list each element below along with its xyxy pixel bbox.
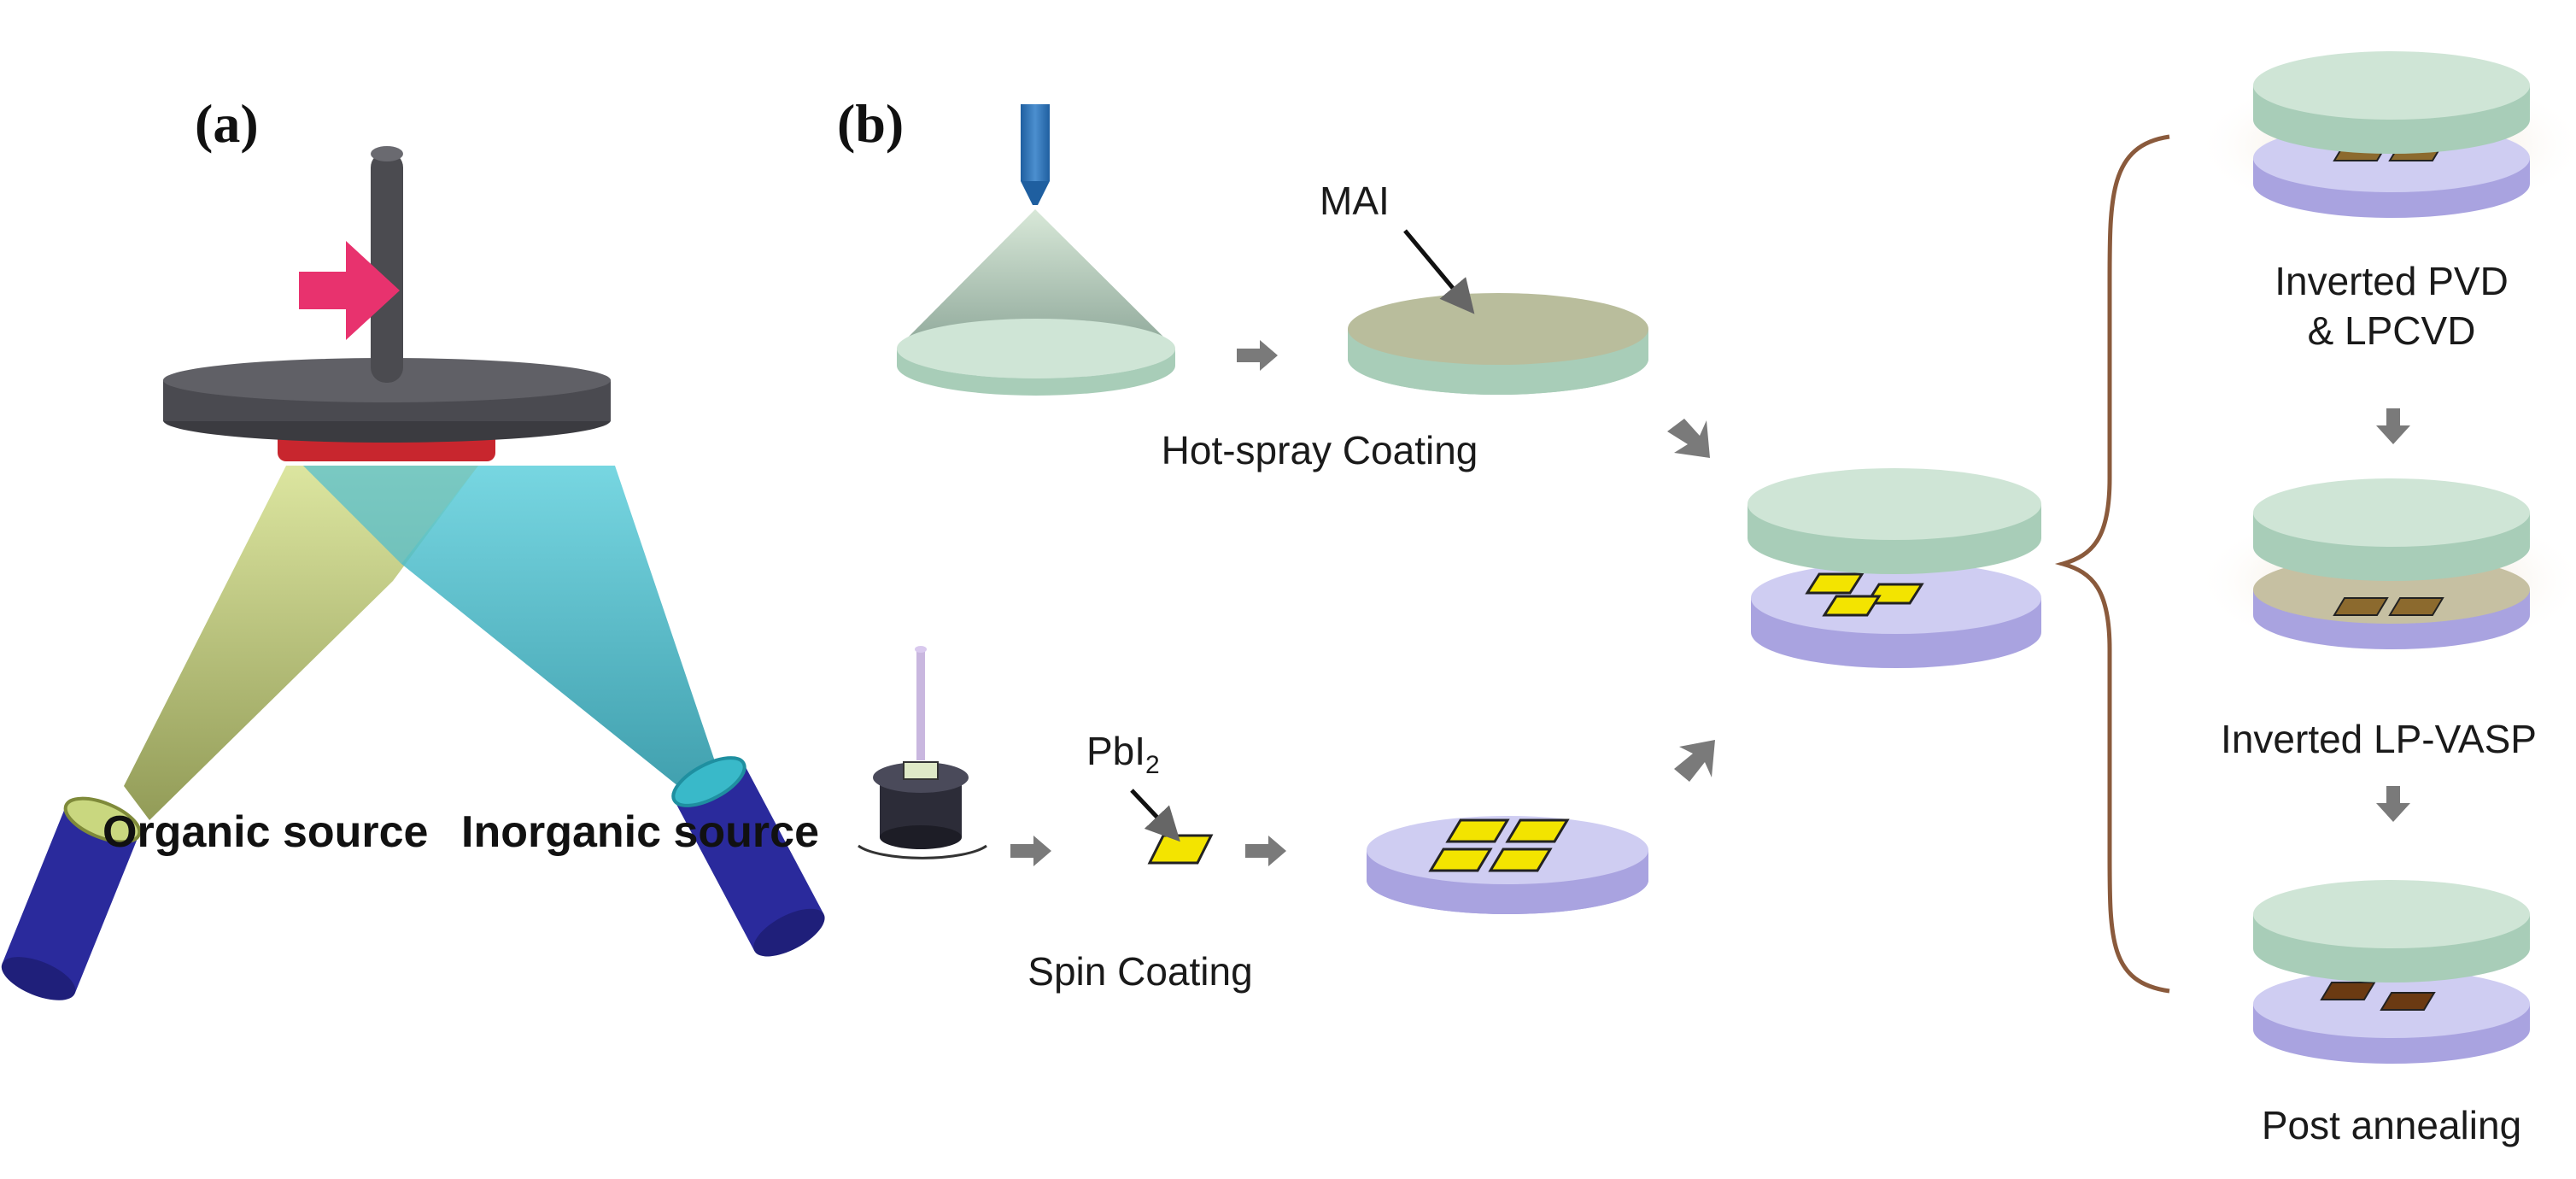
step-arrow-1 [1237, 340, 1278, 371]
nozzle-tip [1021, 181, 1050, 205]
organic-source-icon [1, 796, 142, 1000]
inverted-lpvasp-label: Inverted LP-VASP [2221, 717, 2537, 761]
panel-a [1, 146, 825, 1000]
spin-coating-label: Spin Coating [1027, 949, 1253, 994]
stack-post-annealing [2253, 880, 2530, 1064]
organic-beam [124, 466, 478, 820]
inorganic-source-label: Inorganic source [461, 807, 819, 857]
spray-cone [897, 209, 1175, 349]
pipette-top [915, 646, 927, 653]
spin-coater-icon [858, 761, 987, 859]
rod-top [371, 146, 403, 161]
spray-nozzle [1021, 104, 1050, 181]
panel-a-label: (a) [195, 93, 259, 154]
step-arrow-3 [1245, 836, 1286, 866]
step-arrow-2 [1010, 836, 1051, 866]
merge-arrow-top [1667, 419, 1710, 458]
mai-label: MAI [1320, 179, 1390, 223]
stack-inverted-pvd [2195, 51, 2576, 222]
rotation-arrow-icon [299, 241, 400, 340]
sprayed-substrate-side [897, 349, 1175, 396]
inverted-pvd-label: Inverted PVD & LPCVD [2274, 259, 2509, 353]
hot-spray-coating-label: Hot-spray Coating [1161, 428, 1478, 472]
post-annealing-label: Post annealing [2261, 1103, 2522, 1147]
pbi2-pointer [1130, 789, 1180, 842]
stack-inverted-lpvasp [2195, 478, 2576, 658]
beam-overlap [303, 466, 478, 564]
brace [2054, 134, 2170, 994]
merge-arrow-bottom [1674, 740, 1715, 782]
down-arrow-2 [2376, 786, 2410, 822]
down-arrow-1 [2376, 408, 2410, 444]
mai-disc-top [1348, 293, 1648, 365]
mai-pointer [1403, 229, 1475, 314]
panel-b [858, 51, 2576, 1064]
sprayed-substrate-top [897, 319, 1175, 378]
pbi2-chips [1428, 818, 1570, 872]
panel-b-label: (b) [837, 93, 905, 154]
pbi2-chip [1147, 834, 1214, 865]
rotation-rod [371, 152, 403, 383]
pbi2-label: PbI2 [1086, 729, 1160, 780]
organic-source-label: Organic source [102, 807, 429, 857]
inorganic-source-icon [671, 756, 825, 957]
combined-stack [1748, 468, 2041, 668]
